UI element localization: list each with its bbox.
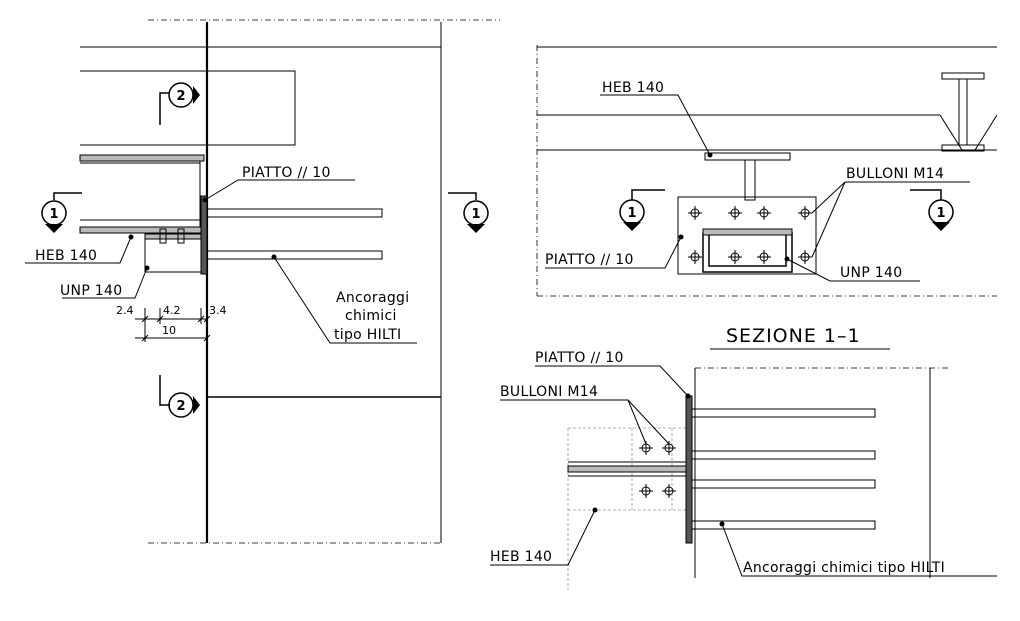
section-mark-label: 2 [176,399,185,414]
section-mark-label: 1 [936,206,945,221]
left-elevation-view: 2 2 1 1 PIATTO ∕∕ 10 HEB 140 UNP 140 Anc… [25,19,500,544]
anchors-label-line-2: chimici [345,308,397,324]
unp-label: UNP 140 [840,265,902,281]
heb-label: HEB 140 [602,80,664,96]
section-mark-label: 1 [49,207,58,222]
anchors-label-line-1: Ancoraggi [336,290,409,306]
section-mark-label: 1 [627,206,636,221]
section-mark-1-left: 1 [41,192,82,233]
dimension-3-4: 3.4 [209,304,227,317]
section-mark-2-top: 2 [159,82,200,125]
anchors-label-line-3: tipo HILTI [334,327,402,343]
unp-label: UNP 140 [60,283,122,299]
i-beam-section-icon [941,72,985,152]
heb-label: HEB 140 [35,248,97,264]
bulloni-label: BULLONI M14 [500,384,598,400]
bolt-pattern [688,206,812,264]
section-mark-label: 2 [176,89,185,104]
section-mark-1-right: 1 [448,192,489,233]
section-title: SEZIONE 1–1 [726,325,861,347]
section-1-1-view: SEZIONE 1–1 [490,325,997,590]
dimension-4-2: 4.2 [163,304,181,317]
piatto-label: PIATTO ∕∕ 10 [242,165,331,181]
anchors-label: Ancoraggi chimici tipo HILTI [743,560,945,576]
dimension-total-10: 10 [162,324,176,337]
section-mark-1-plan-right: 1 [910,189,954,231]
bulloni-label: BULLONI M14 [846,166,944,182]
dimension-2-4: 2.4 [116,304,134,317]
piatto-label: PIATTO ∕∕ 10 [545,252,634,268]
section-mark-1-plan-left: 1 [619,189,665,231]
piatto-label: PIATTO ∕∕ 10 [535,350,624,366]
top-right-plan-view: 1 1 HEB 140 BULLONI M14 PIATTO ∕∕ 10 UNP… [536,45,998,297]
heb-label: HEB 140 [490,549,552,565]
section-mark-label: 1 [471,207,480,222]
section-mark-2-bottom: 2 [159,375,200,418]
